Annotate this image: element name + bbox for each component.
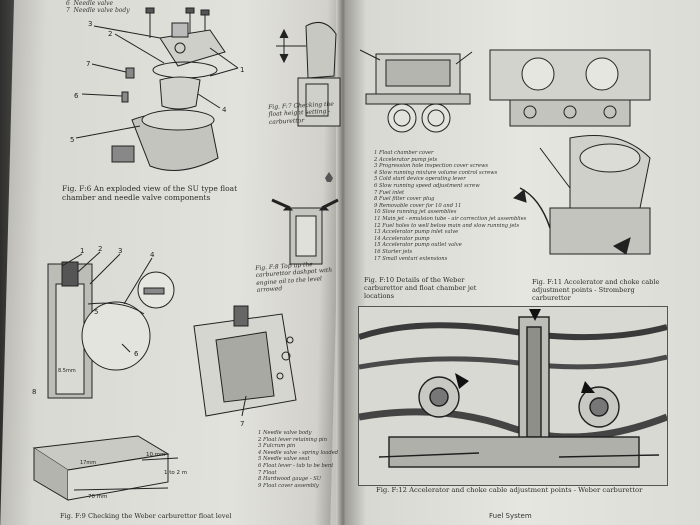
fig10-caption: Fig. F:10 Details of the Weber carburett… xyxy=(364,276,477,300)
dim-17mm: 17mm xyxy=(80,460,96,466)
fig11-stromberg-drawing xyxy=(512,135,651,255)
fig6-exploded-drawing: 3 2 1 7 6 5 4 xyxy=(70,7,244,171)
callout-7: 7 xyxy=(86,60,90,68)
fig9-sectional-drawing: 1 2 3 4 5 6 8 8.5mm xyxy=(32,245,155,399)
fig9-caption: Fig. F:9 Checking the Weber carburettor … xyxy=(60,512,232,520)
bulb-icon xyxy=(325,172,333,182)
fig9-legend: 1 Needle valve body 2 Float lever retain… xyxy=(258,430,339,489)
fig9-float-cover-drawing: 7 xyxy=(193,305,297,428)
fig7-caption: Fig. F:7 Checking the float height setti… xyxy=(268,100,335,126)
callout-1: 1 xyxy=(240,66,244,74)
sec-callout-6: 6 xyxy=(134,350,139,358)
fig10-jet-layout-drawing xyxy=(489,49,651,127)
fig10-legend: 1 Float chamber cover 2 Accelerator pump… xyxy=(374,150,527,262)
detail-magnifier xyxy=(137,271,175,309)
fig8-caption: Fig. F:8 Top up the carburettor dashpot … xyxy=(255,260,333,295)
dim-8-5mm: 8.5mm xyxy=(58,368,76,374)
fig12-caption: Fig. F:12 Accelerator and choke cable ad… xyxy=(376,486,643,494)
fig7-drawing xyxy=(276,21,341,127)
callout-6: 6 xyxy=(74,92,79,100)
top-legend: 6 Needle valve 7 Needle valve body xyxy=(66,0,130,14)
sec-callout-2: 2 xyxy=(98,245,102,253)
sec-callout-5: 5 xyxy=(94,308,98,316)
fig8-drawing xyxy=(271,198,339,265)
sec-callout-4: 4 xyxy=(150,251,155,259)
page-footer: Fuel System xyxy=(489,512,532,520)
sec-callout-8: 8 xyxy=(32,388,36,396)
dim-1-to-2mm: 1 to 2 m xyxy=(164,470,187,476)
sec-callout-3: 3 xyxy=(118,247,122,255)
callout-2: 2 xyxy=(108,30,112,38)
fig10-weber-drawing xyxy=(359,49,473,133)
dim-10mm: 10 mm xyxy=(146,452,165,458)
sec-callout-7: 7 xyxy=(240,420,244,428)
hardwood-gauge-drawing: 10 mm 70 mm 1 to 2 m 17mm xyxy=(32,435,187,501)
callout-5: 5 xyxy=(70,136,74,144)
fig12-engine-drawing xyxy=(358,306,668,486)
fig11-caption: Fig. F:11 Accelerator and choke cable ad… xyxy=(532,278,660,302)
dim-70mm: 70 mm xyxy=(88,494,107,500)
callout-3: 3 xyxy=(88,20,92,28)
sec-callout-1: 1 xyxy=(80,247,84,255)
fig6-caption: Fig. F:6 An exploded view of the SU type… xyxy=(62,184,238,202)
callout-4: 4 xyxy=(222,106,227,114)
